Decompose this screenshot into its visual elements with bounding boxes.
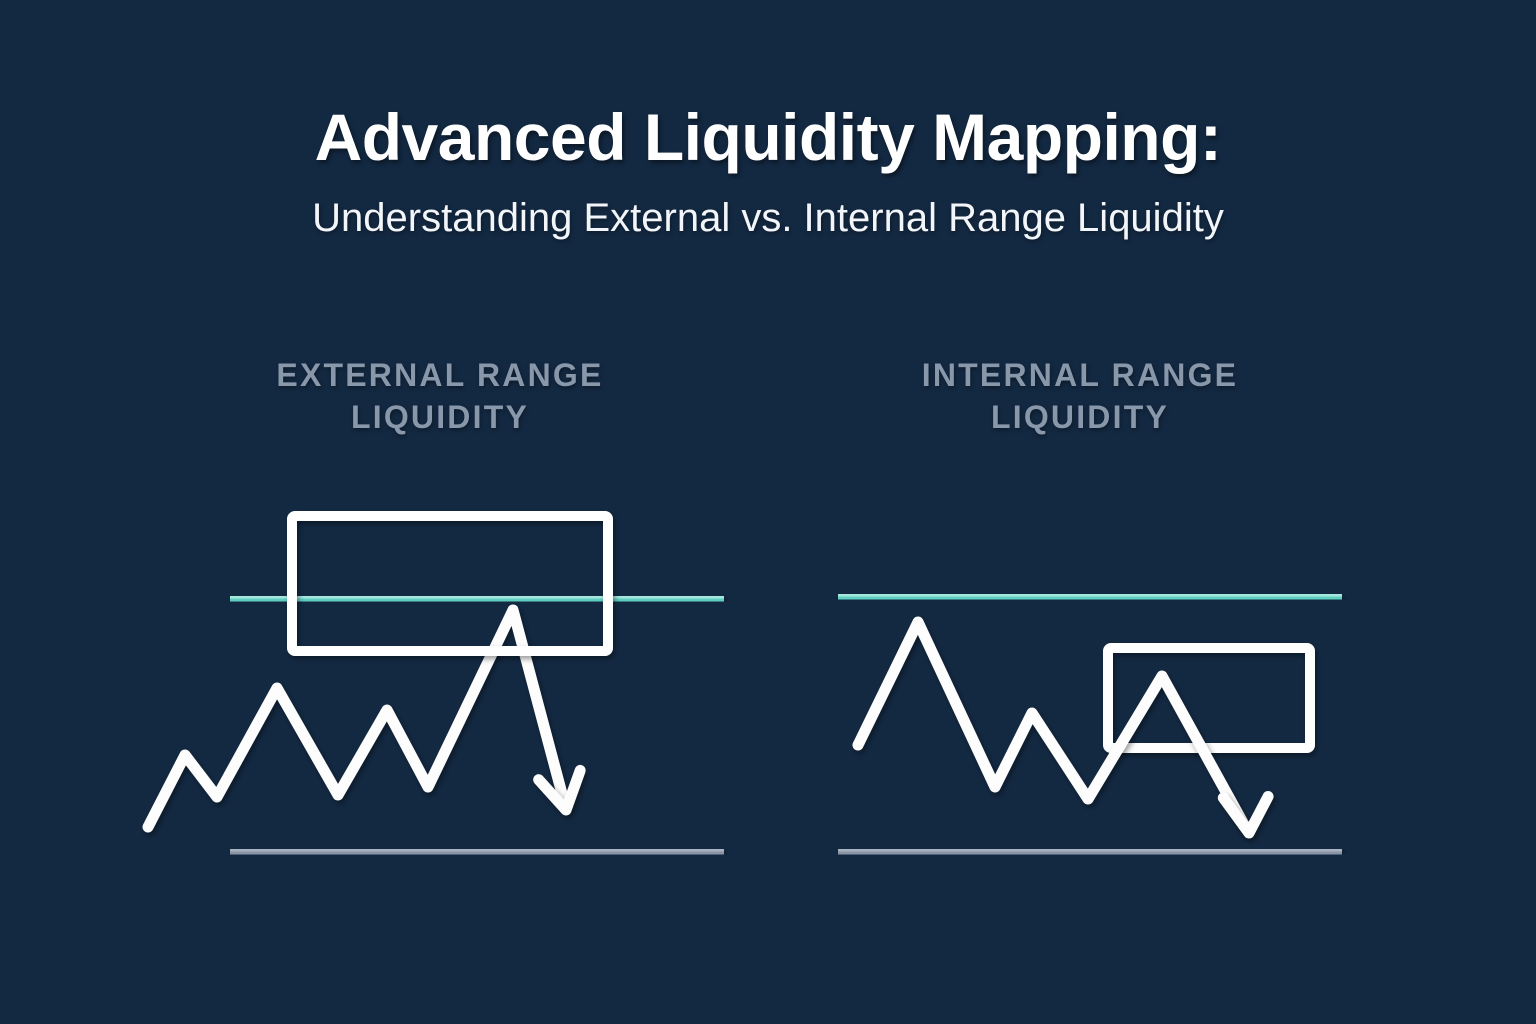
white-liquidity-zone-box (1103, 643, 1315, 753)
gray-baseline (230, 848, 724, 858)
panel-label-internal-range-liquidity: INTERNAL RANGE LIQUIDITY (921, 357, 1239, 436)
page-title: Advanced Liquidity Mapping: (314, 100, 1222, 174)
white-liquidity-zone-box (287, 511, 613, 656)
teal-liquidity-level-line (230, 595, 724, 605)
chart-internal-range-liquidity (838, 593, 1342, 858)
white-zigzag-price-path (142, 604, 571, 833)
page-subtitle: Understanding External vs. Internal Rang… (312, 196, 1224, 240)
chart-external-range-liquidity (142, 511, 724, 858)
white-zigzag-price-path (852, 616, 1253, 836)
panel-label-external-range-liquidity: EXTERNAL RANGE LIQUIDITY (276, 357, 604, 436)
gray-baseline (838, 848, 1342, 858)
header: Advanced Liquidity Mapping: Understandin… (0, 0, 1536, 238)
down-arrow-icon (1217, 790, 1274, 839)
panel-internal-range-liquidity: INTERNAL RANGE LIQUIDITY (760, 340, 1400, 900)
panels-container: EXTERNAL RANGE LIQUIDITY (0, 340, 1536, 900)
panel-external-range-liquidity: EXTERNAL RANGE LIQUIDITY (120, 340, 760, 900)
teal-liquidity-level-line (838, 593, 1342, 603)
down-arrow-icon (533, 764, 586, 816)
